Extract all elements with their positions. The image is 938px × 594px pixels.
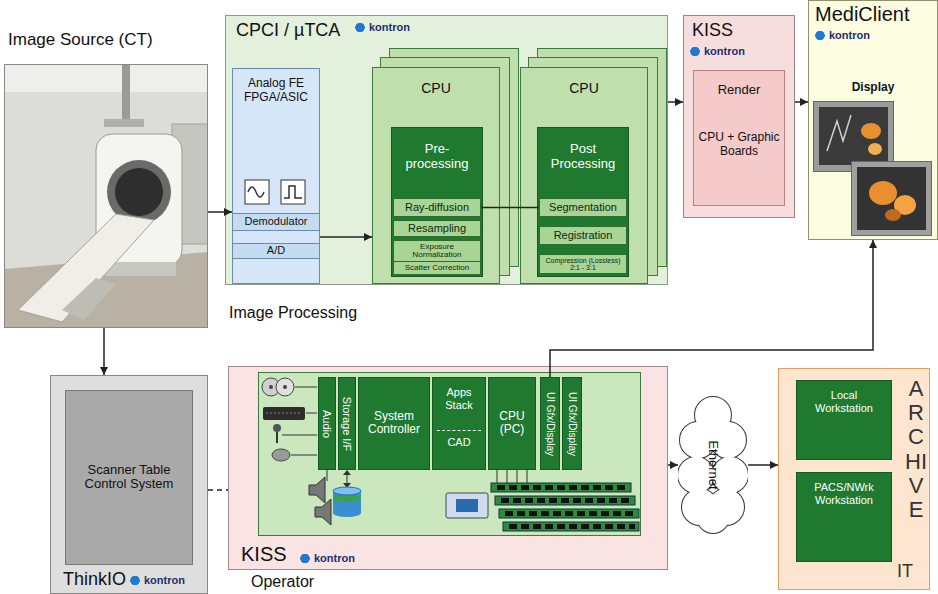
display-screenshots [813,101,933,237]
process-step: Scatter Correction [393,261,481,275]
box-text: Scatter Correction [398,264,476,272]
image-source: Image Source (CT) [4,30,208,328]
archive-box: ARCHIVE IT Local WorkstationPACS/NWrk Work… [778,368,930,590]
box-text: CPU + Graphic Boards [698,131,780,159]
connector [748,464,778,466]
module-bar: UI Gfx/Display [562,377,582,470]
module-bar: Apps StackCAD [432,377,486,470]
module-bar: Local Workstation [796,380,892,460]
brand-logo: kontron [130,574,185,587]
box-text: Registration [544,230,622,242]
box-text: UI Gfx/Display [544,392,556,456]
stage-bar: Demodulator [232,213,320,231]
connector [550,240,873,377]
box-text: A/D [237,245,315,257]
process-step: Segmentation [539,198,627,217]
cpu-board: CPU Pre-processingRay-diffusionResampling… [372,67,500,284]
box-text: CPU [525,80,643,96]
connector [103,328,105,375]
process-step: Registration [539,226,627,245]
box-text: Render [698,83,780,98]
stage-bar: A/D [232,243,320,259]
box-text: Resampling [398,223,476,235]
box-text: Exposure Normalization [398,243,476,260]
box-text: Post Processing [542,142,624,172]
process-step: Exposure Normalization [393,240,481,262]
box-text: Display [813,81,933,95]
module-bar: PACS/NWrk Workstation [796,472,892,562]
process-step: Ray-diffusion [393,198,481,217]
connector [481,207,539,209]
box-text: System Controller [363,410,425,438]
render-box: RenderCPU + Graphic Boards [693,70,785,206]
box-text: Apps Stack [437,386,481,411]
process-box: Post ProcessingSegmentationRegistrationC… [537,127,629,277]
module-bar: System Controller [358,377,430,470]
network-cloud-node: Ethernet [678,395,748,535]
box-text: Operator [251,573,371,591]
module-bar: UI Gfx/Display [540,377,560,470]
connector [795,101,808,103]
cpu-board: CPU Post ProcessingSegmentationRegistrati… [520,67,648,284]
box-text: Compression (Lossless) 2:1 - 3:1 [544,257,622,272]
box-text: Scanner Table Control System [71,463,187,493]
box-text: UI Gfx/Display [566,392,578,456]
brand-logo: kontron [300,552,355,565]
chassis-box: CPCI / µTCAImage Processing Analog FE FP… [225,15,668,285]
box-text: PACS/NWrk Workstation [801,481,887,506]
brand-logo: kontron [690,45,745,58]
frontend-box: Analog FE FPGA/ASIC DemodulatorA/D [232,68,320,284]
control-box: Scanner Table Control System [65,390,193,565]
box-text: KISS [241,543,301,566]
io-box: ThinkIOScanner Table Control System [50,375,208,594]
process-step: Resampling [393,220,481,237]
process-step: Compression (Lossless) 2:1 - 3:1 [539,254,627,274]
box-text: Image Source (CT) [8,30,204,50]
box-text: CPU (PC) [493,410,531,438]
box-text: Pre-processing [396,142,478,172]
box-text: MediClient [815,3,935,26]
box-text: Local Workstation [801,389,887,414]
process-box: Pre-processingRay-diffusionResamplingExp… [391,127,483,277]
connector [668,101,683,103]
box-text: Ray-diffusion [398,202,476,214]
box-text: Segmentation [544,202,622,214]
box-text: Analog FE FPGA/ASIC [237,77,315,105]
module-bar: CPU (PC) [488,377,536,470]
box-text: Audio [321,409,334,437]
box-text: Demodulator [237,216,315,228]
box-text: IT [897,561,927,582]
box-text: ARCHIVE [905,377,927,522]
box-text: CAD [437,430,481,449]
module-bar: Audio [318,377,336,470]
signal-icons [244,179,308,205]
connector [320,236,372,238]
box-text: Ethernet [706,440,721,489]
box-text: CPCI / µTCA [236,20,366,41]
box-text: Storage I/F [341,396,354,450]
connector [208,211,232,213]
ct-scanner-photo [4,64,208,328]
brand-logo: kontron [815,29,870,42]
operator-box: KISSOperatorAudioStorage I/FSystem Contr… [228,366,668,570]
box-text: KISS [692,20,782,41]
brand-logo: kontron [355,21,410,34]
connector [208,489,228,491]
connector [668,464,678,466]
module-bar: Storage I/F [338,377,356,470]
box-text: CPU [377,80,495,96]
box-text: Image Processing [229,304,429,322]
